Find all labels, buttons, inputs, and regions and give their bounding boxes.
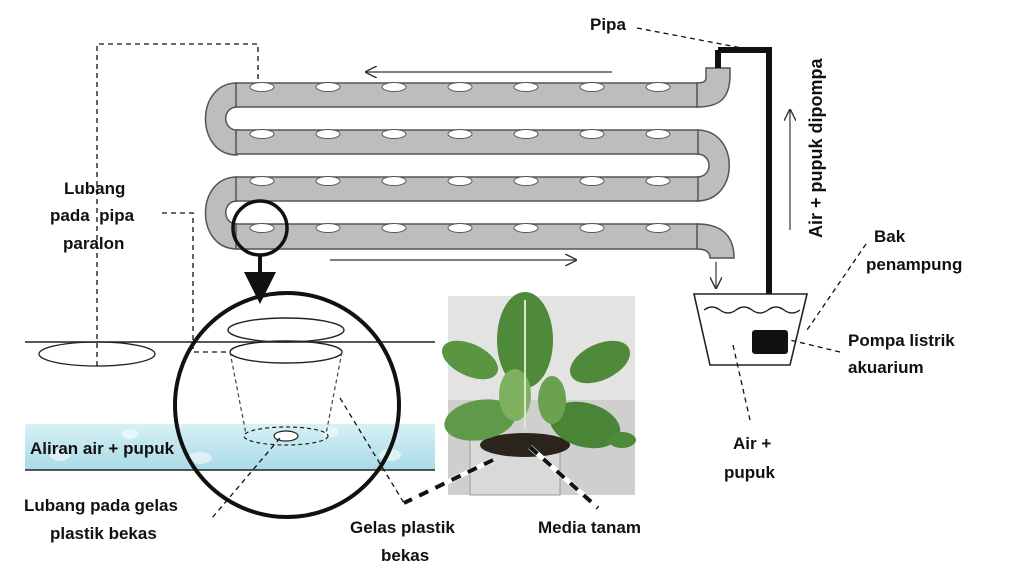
label-pipa: Pipa bbox=[590, 15, 626, 34]
label-aliran: Aliran air + pupuk bbox=[30, 439, 175, 458]
label-lubang-gelas-1: Lubang pada gelas bbox=[24, 496, 178, 515]
label-pompa-1: Pompa listrik bbox=[848, 331, 955, 350]
label-lubang-gelas-2: plastik bekas bbox=[50, 524, 157, 543]
leader-pipa bbox=[636, 27, 743, 49]
pipe-bend-right-1 bbox=[696, 129, 730, 202]
leader-air bbox=[732, 344, 751, 421]
cup-side-right bbox=[325, 351, 343, 435]
magnifier-small-circle bbox=[231, 199, 289, 257]
water-surface bbox=[703, 306, 801, 314]
label-lubang-pipa-3: paralon bbox=[63, 234, 124, 253]
gelas-pointer-white bbox=[402, 457, 495, 506]
label-lubang-pipa-1: Lubang bbox=[64, 179, 125, 198]
cup-rim bbox=[227, 317, 345, 343]
label-lubang-pipa-2: pada pipa bbox=[50, 206, 135, 225]
label-media: Media tanam bbox=[538, 518, 641, 537]
label-gelas-1: Gelas plastik bbox=[350, 518, 455, 537]
leader-lines bbox=[96, 27, 867, 519]
pipe-system bbox=[204, 67, 735, 259]
label-bak-1: Bak bbox=[874, 227, 906, 246]
cup-side-left bbox=[229, 351, 247, 435]
pipe-inlet-elbow bbox=[696, 67, 731, 108]
plant-photo bbox=[441, 292, 636, 496]
magnifier-circle-icon bbox=[173, 291, 401, 519]
cup-ground-hole bbox=[229, 340, 343, 364]
label-pump-flow: Air + pupuk dipompa bbox=[806, 58, 826, 238]
pipe-holes bbox=[249, 82, 671, 233]
water-channel bbox=[25, 424, 435, 470]
leader-bak bbox=[804, 243, 867, 334]
label-bak-2: penampung bbox=[866, 255, 962, 274]
label-pompa-2: akuarium bbox=[848, 358, 924, 377]
cup-bottom bbox=[243, 426, 329, 446]
leader-pompa bbox=[789, 339, 841, 353]
reservoir-tank bbox=[692, 293, 809, 366]
pipe-bend-left-2 bbox=[204, 176, 238, 250]
label-air-2: pupuk bbox=[724, 463, 776, 482]
pipe-bend-left-1 bbox=[204, 82, 238, 156]
pipe-outlet-elbow bbox=[696, 223, 735, 259]
label-gelas-2: bekas bbox=[381, 546, 429, 565]
media-pointer bbox=[528, 445, 600, 510]
leader-gelas-circle bbox=[339, 397, 405, 504]
leader-lubang-pipa-2 bbox=[162, 212, 230, 353]
cup-bottom-hole bbox=[273, 430, 299, 442]
label-air-1: Air + bbox=[733, 434, 771, 453]
supply-pipe bbox=[718, 47, 772, 333]
pump-icon bbox=[752, 330, 788, 354]
